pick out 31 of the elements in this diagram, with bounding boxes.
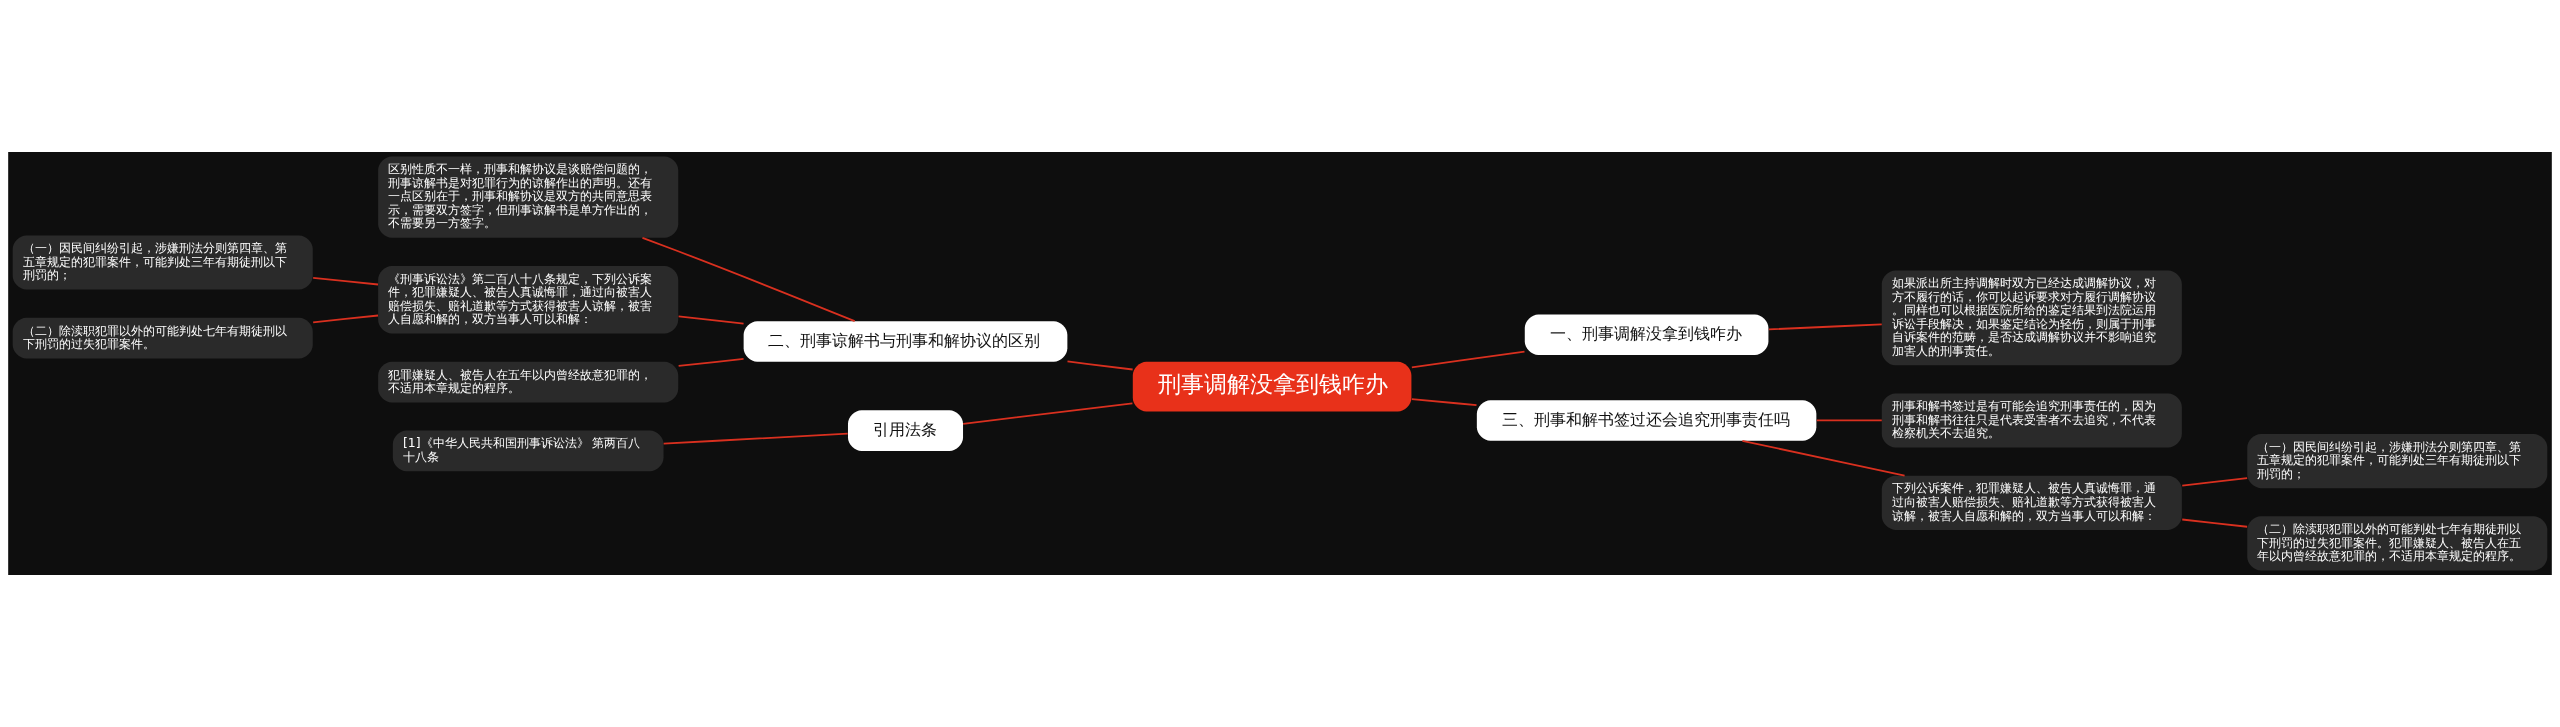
node-box: 刑事和解书签过是有可能会追究刑事责任的，因为刑事和解书往往只是代表受害者不去追究，不代表检察机关不去追究。	[1881, 393, 2182, 448]
connector	[1768, 323, 1883, 331]
node-box: 引用法条	[848, 410, 964, 451]
node-box: 一、刑事调解没拿到钱咋办	[1524, 314, 1769, 356]
node-box: 下列公诉案件，犯罪嫌疑人、被告人真诚悔罪，通过向被害人赔偿损失、赔礼道歉等方式获得被害人谅解，被害人自愿和解的，双方当事人可以和解：	[1881, 475, 2182, 530]
connector	[677, 358, 745, 367]
node-box: [1]《中华人民共和国刑事诉讼法》 第两百八十八条	[392, 430, 664, 472]
node-box: （一）因民间纠纷引起，涉嫌刑法分则第四章、第五章规定的犯罪案件，可能判处三年有期徒刑以下刑罚的；	[2247, 434, 2548, 489]
connector	[312, 314, 379, 324]
node-box: 区别性质不一样，刑事和解协议是谈赔偿问题的，刑事谅解书是对犯罪行为的谅解作出的声明。还有一点区别在于，刑事和解协议是双方的共同意思表示，需要双方签字，但刑事谅解书是单方作出的，不需要另一方签字。	[378, 156, 679, 238]
connector	[662, 432, 849, 445]
connector	[677, 315, 745, 325]
connector	[312, 276, 379, 286]
node-box: 二、刑事谅解书与刑事和解协议的区别	[743, 321, 1068, 362]
connector	[2181, 518, 2249, 528]
node-box: 刑事调解没拿到钱咋办	[1132, 361, 1412, 412]
node-box: 如果派出所主持调解时双方已经达成调解协议，对方不履行的话，你可以起诉要求对方履行调解协议。同样也可以根据医院所给的鉴定结果到法院运用诉讼手段解决，如果鉴定结论为轻伤，则属于刑事自诉案件的范畴，是否达成调解协议并不影响追究加害人的刑事责任。	[1881, 270, 2182, 366]
node-box: （一）因民间纠纷引起，涉嫌刑法分则第四章、第五章规定的犯罪案件，可能判处三年有期徒刑以下刑罚的；	[12, 235, 313, 290]
connector	[962, 402, 1134, 425]
connector	[1410, 398, 1478, 406]
node-box: （二）除渎职犯罪以外的可能判处七年有期徒刑以下刑罚的过失犯罪案件。	[12, 317, 313, 359]
connector	[2181, 477, 2249, 487]
node-box: 犯罪嫌疑人、被告人在五年以内曾经故意犯罪的，不适用本章规定的程序。	[378, 361, 679, 403]
node-box: （二）除渎职犯罪以外的可能判处七年有期徒刑以下刑罚的过失犯罪案件。犯罪嫌疑人、被告人在五年以内曾经故意犯罪的，不适用本章规定的程序。	[2247, 516, 2548, 571]
connector	[1741, 439, 1906, 477]
node-box: 《刑事诉讼法》第二百八十八条规定，下列公诉案件，犯罪嫌疑人、被告人真诚悔罪，通过向被害人赔偿损失、赔礼道歉等方式获得被害人谅解，被害人自愿和解的，双方当事人可以和解：	[378, 265, 679, 334]
node-box: 三、刑事和解书签过还会追究刑事责任吗	[1476, 400, 1817, 441]
connector	[1815, 419, 1883, 422]
connector	[1066, 360, 1134, 371]
connector	[641, 236, 856, 323]
connector	[1410, 350, 1526, 369]
